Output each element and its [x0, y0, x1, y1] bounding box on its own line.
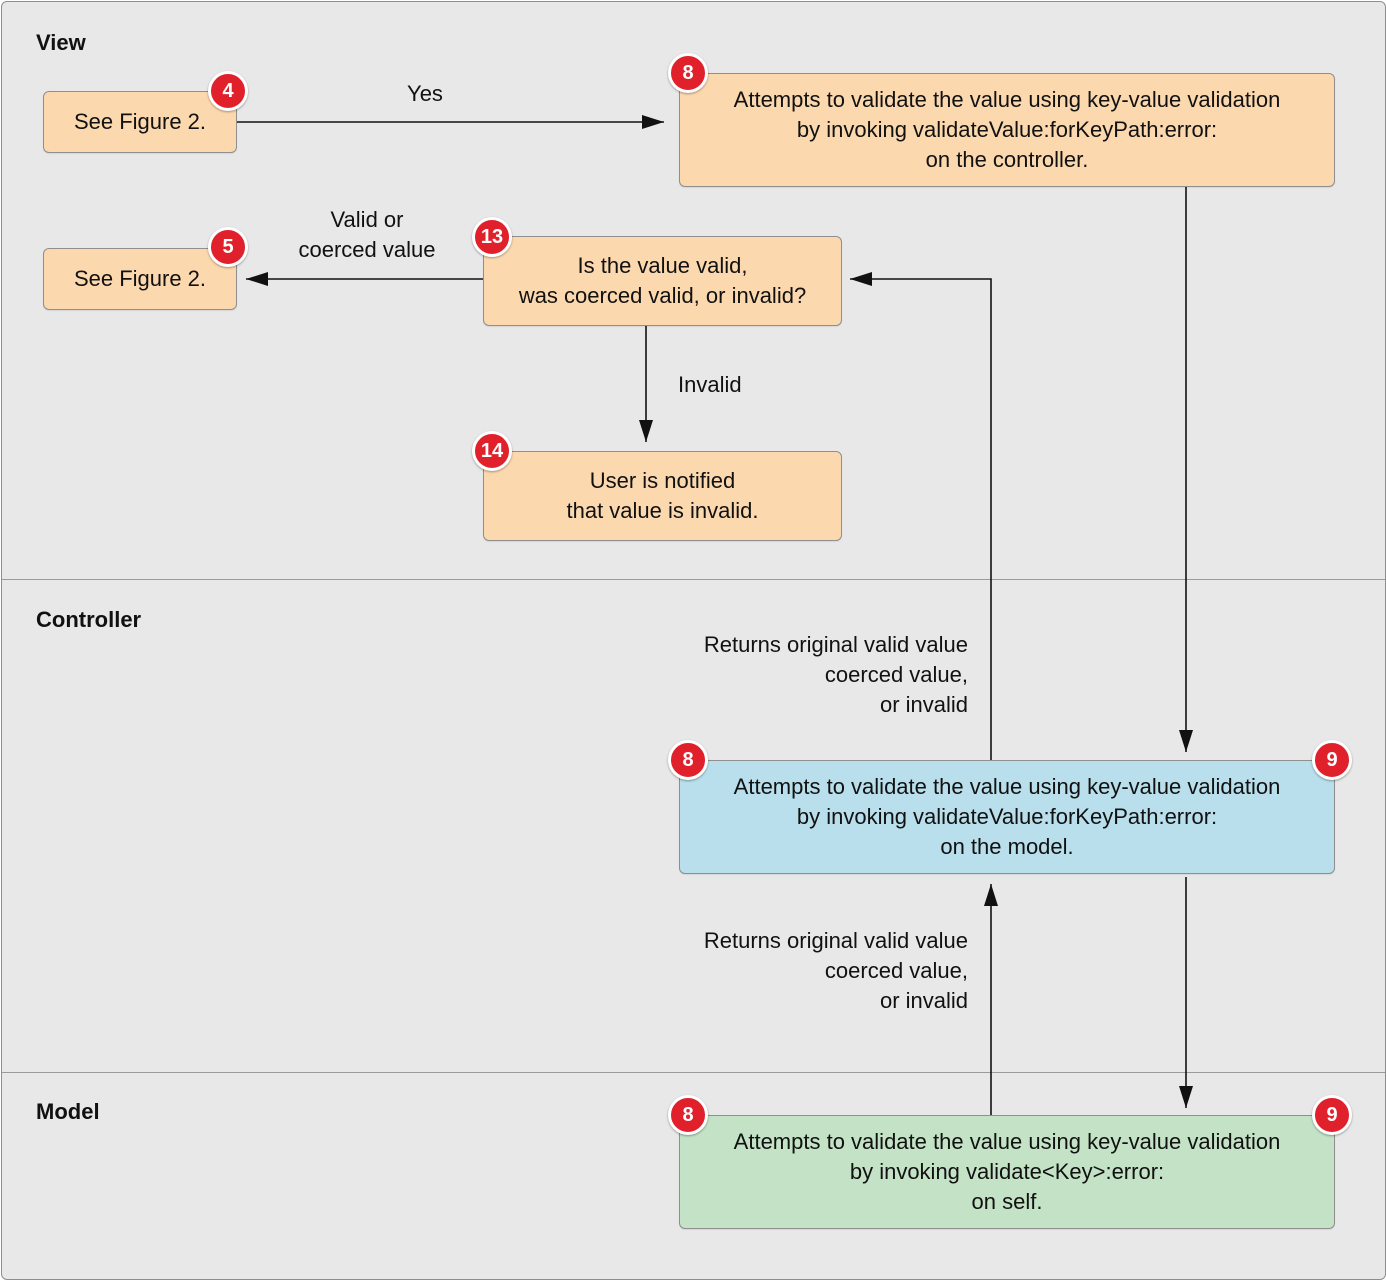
label-yes: Yes [407, 81, 443, 106]
step-badge-9-controller: 9 [1312, 740, 1352, 780]
lane-divider-view-controller [2, 579, 1385, 580]
step-badge-8-controller: 8 [668, 740, 708, 780]
lane-divider-controller-model [2, 1072, 1385, 1073]
see-figure-box-5: See Figure 2. [43, 248, 237, 310]
lane-title-model: Model [36, 1099, 100, 1124]
step-badge-14: 14 [472, 431, 512, 471]
decision-box: Is the value valid, was coerced valid, o… [483, 236, 842, 326]
step-badge-13: 13 [472, 217, 512, 257]
step-badge-4: 4 [208, 71, 248, 111]
label-invalid: Invalid [678, 372, 742, 397]
controller-validate-box: Attempts to validate the value using key… [679, 760, 1335, 874]
lane-title-controller: Controller [36, 607, 142, 632]
step-badge-9-model: 9 [1312, 1095, 1352, 1135]
user-notified-box: User is notified that value is invalid. [483, 451, 842, 541]
lane-title-view: View [36, 30, 86, 55]
step-badge-8-model: 8 [668, 1095, 708, 1135]
label-valid-or-coerced: Valid or coerced value [298, 207, 436, 262]
see-figure-box-4: See Figure 2. [43, 91, 237, 153]
model-validate-box: Attempts to validate the value using key… [679, 1115, 1335, 1229]
label-returns-controller: Returns original valid value coerced val… [703, 632, 968, 717]
view-validate-box: Attempts to validate the value using key… [679, 73, 1335, 187]
arrow-controller-to-decision [850, 272, 992, 760]
label-returns-model: Returns original valid value coerced val… [703, 928, 968, 1013]
step-badge-5: 5 [208, 227, 248, 267]
step-badge-8-view: 8 [668, 53, 708, 93]
